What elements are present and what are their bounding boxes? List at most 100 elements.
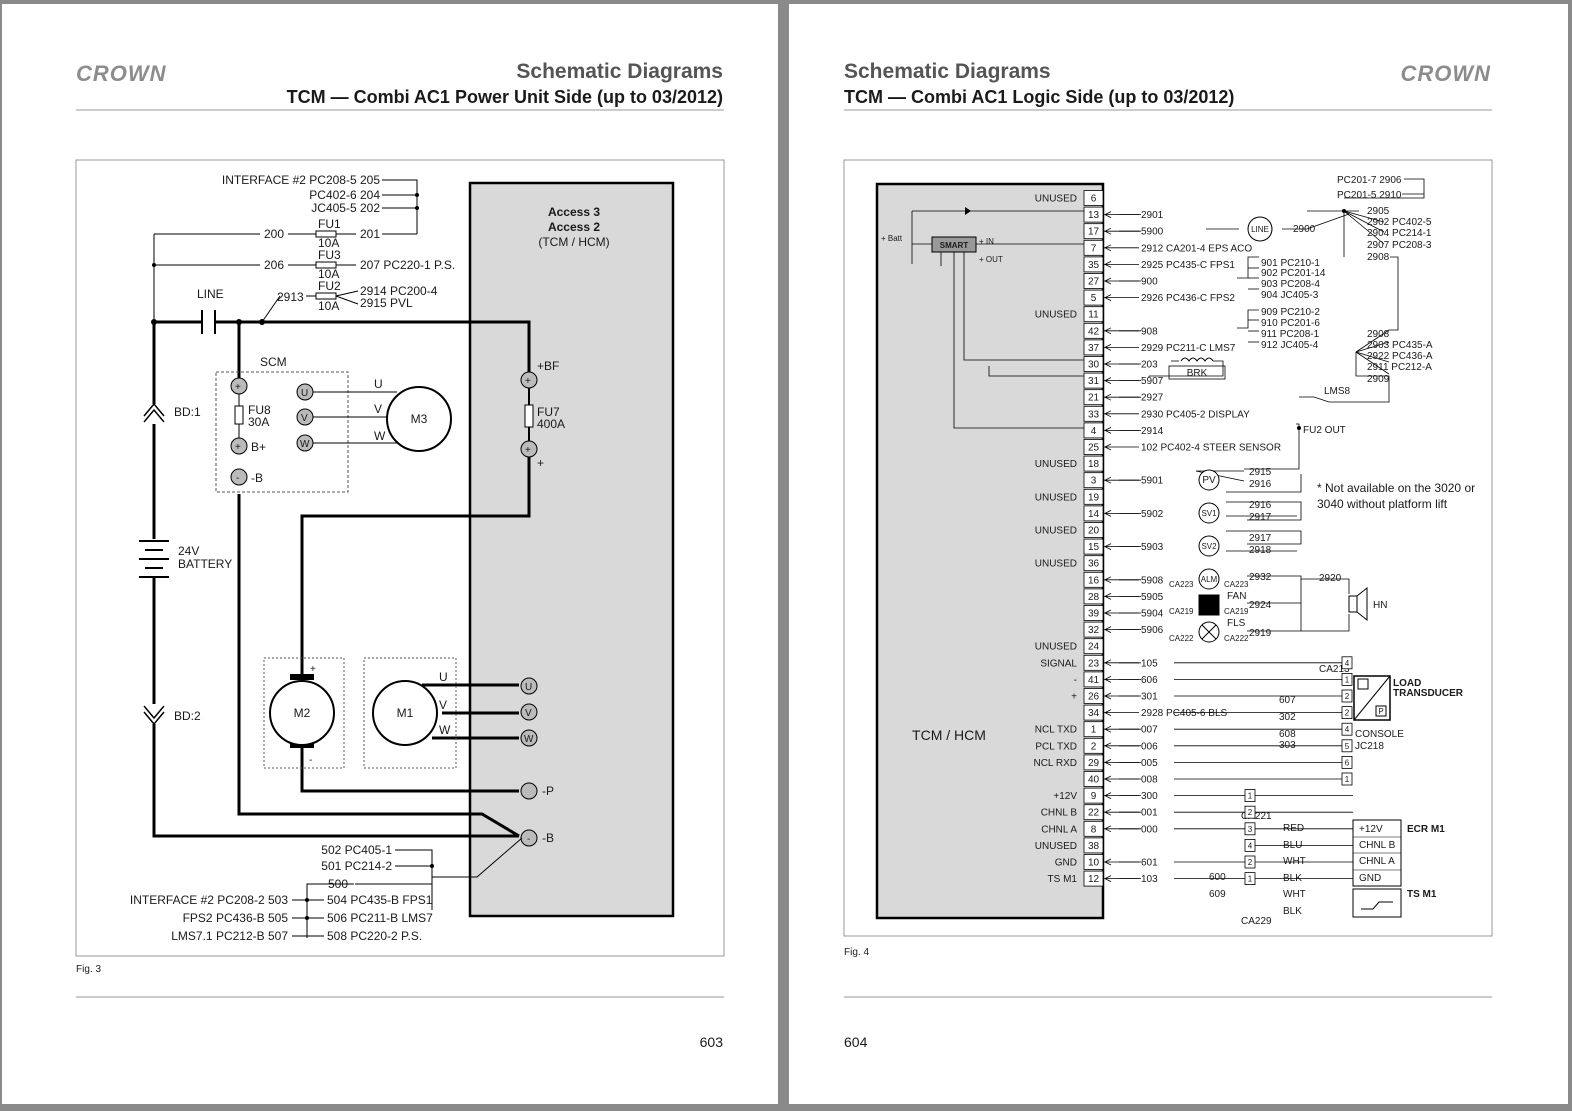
- label-ca219a: CA219: [1169, 607, 1194, 616]
- pin-number: 27: [1088, 277, 1100, 288]
- label-902: 902 PC201-14: [1261, 268, 1326, 279]
- label-ca223b: CA223: [1224, 580, 1249, 589]
- label-ca219b: CA219: [1224, 607, 1249, 616]
- pin-box: [1083, 638, 1104, 655]
- label-506: 506 PC211-B LMS7: [327, 911, 433, 925]
- label-ca222a: CA222: [1169, 634, 1194, 643]
- m2-minus: -: [309, 755, 312, 766]
- label-fu8-rating: 30A: [248, 415, 269, 429]
- pin-wire-label: 000: [1141, 824, 1158, 835]
- pin-row: 41-606: [1074, 671, 1158, 688]
- label-minus-b: -B: [542, 831, 554, 845]
- label-2916b: 2916: [1249, 500, 1272, 511]
- pin-wire-label: 2926 PC436-C FPS2: [1141, 293, 1235, 304]
- m1-term-w: W: [524, 734, 534, 745]
- block-title-line3: (TCM / HCM): [538, 235, 609, 249]
- fuse-fu2: [315, 292, 337, 300]
- page-number: 604: [844, 1034, 868, 1050]
- pin-box: [1083, 306, 1104, 323]
- pin-side-label: CHNL B: [1041, 808, 1078, 819]
- pin-box: [1083, 190, 1104, 206]
- label-607: 607: [1279, 695, 1296, 706]
- ecr-gnd: GND: [1359, 873, 1381, 884]
- motor-m1-box: [363, 657, 457, 769]
- pin-number: 18: [1088, 459, 1100, 470]
- label-ca213: CA213: [1319, 664, 1350, 675]
- pin-side-label: +: [1071, 692, 1077, 703]
- label-fu1-rating: 10A: [318, 236, 339, 250]
- label-ca221: CA221: [1241, 811, 1272, 822]
- label-fls: FLS: [1227, 618, 1246, 629]
- label-fan: FAN: [1227, 591, 1246, 602]
- label-2905: 2905: [1367, 206, 1390, 217]
- label-pc2015: PC201-5 2910: [1337, 190, 1402, 201]
- controller-block: [468, 181, 675, 918]
- pin-number: 23: [1088, 658, 1100, 669]
- section-title: Schematic Diagrams: [516, 60, 723, 83]
- pin-side-label: UNUSED: [1035, 492, 1077, 503]
- connector-pin: [1341, 706, 1353, 719]
- label-console: CONSOLE: [1355, 729, 1404, 740]
- pin-side-label: UNUSED: [1035, 841, 1077, 852]
- label-battery: BATTERY: [178, 557, 232, 571]
- pin-wire-label: 300: [1141, 791, 1158, 802]
- label-w206: 206: [264, 258, 284, 272]
- label-sv2: SV2: [1201, 542, 1217, 551]
- label-903: 903 PC208-4: [1261, 279, 1320, 290]
- block-title-line2: Access 2: [548, 220, 600, 234]
- pin-number: 21: [1088, 393, 1100, 404]
- disconnect-bd2: [143, 705, 165, 726]
- pin-box: [1083, 555, 1104, 572]
- label-2920: 2920: [1319, 573, 1342, 584]
- pin-number: 34: [1088, 708, 1100, 719]
- pin-wire-label: 2927: [1141, 393, 1164, 404]
- pin-side-label: TS M1: [1048, 874, 1078, 885]
- label-fu3: FU3: [318, 248, 341, 262]
- pin-number: 30: [1088, 360, 1100, 371]
- brake-coil: [1180, 357, 1214, 362]
- label-508: 508 PC220-2 P.S.: [327, 929, 422, 943]
- scm-w: W: [300, 439, 310, 450]
- label-fu2-rating: 10A: [318, 299, 339, 313]
- pin-wire-label: 007: [1141, 725, 1158, 736]
- pin-wire-label: 5900: [1141, 227, 1164, 238]
- label-2911: 2911 PC212-A: [1367, 362, 1432, 373]
- label-2915: 2915: [1249, 467, 1272, 478]
- label-2904: 2904 PC214-1: [1367, 228, 1432, 239]
- ts-m1-box: [1352, 888, 1402, 918]
- motor-m3: [386, 386, 452, 452]
- label-500: 500: [328, 877, 348, 891]
- page-subtitle: TCM — Combi AC1 Power Unit Side (up to 0…: [287, 87, 723, 107]
- pin-row: 21 2927: [1083, 389, 1164, 406]
- pin-number: 42: [1088, 326, 1100, 337]
- label-jc405: JC405-5 202: [311, 201, 380, 215]
- valve-symbols: [1198, 469, 1220, 643]
- left-page: CROWN Schematic Diagrams TCM — Combi AC1…: [2, 4, 778, 1104]
- label-jc218: JC218: [1355, 741, 1384, 752]
- pin-number: 15: [1088, 542, 1100, 553]
- label-609: 609: [1209, 889, 1226, 900]
- svg-text:-: -: [527, 834, 530, 845]
- pin-side-label: GND: [1055, 858, 1077, 869]
- label-scm: SCM: [260, 355, 287, 369]
- pin-number: 20: [1088, 526, 1100, 537]
- pin-number: 6: [1091, 194, 1097, 205]
- label-batt: + Batt: [881, 234, 903, 243]
- connector-pin-number: 1: [1345, 675, 1350, 684]
- pin-number: 24: [1088, 642, 1100, 653]
- ecr-connector-pin-number: 3: [1248, 825, 1253, 834]
- label-w200: 200: [264, 227, 284, 241]
- pin-side-label: UNUSED: [1035, 642, 1077, 653]
